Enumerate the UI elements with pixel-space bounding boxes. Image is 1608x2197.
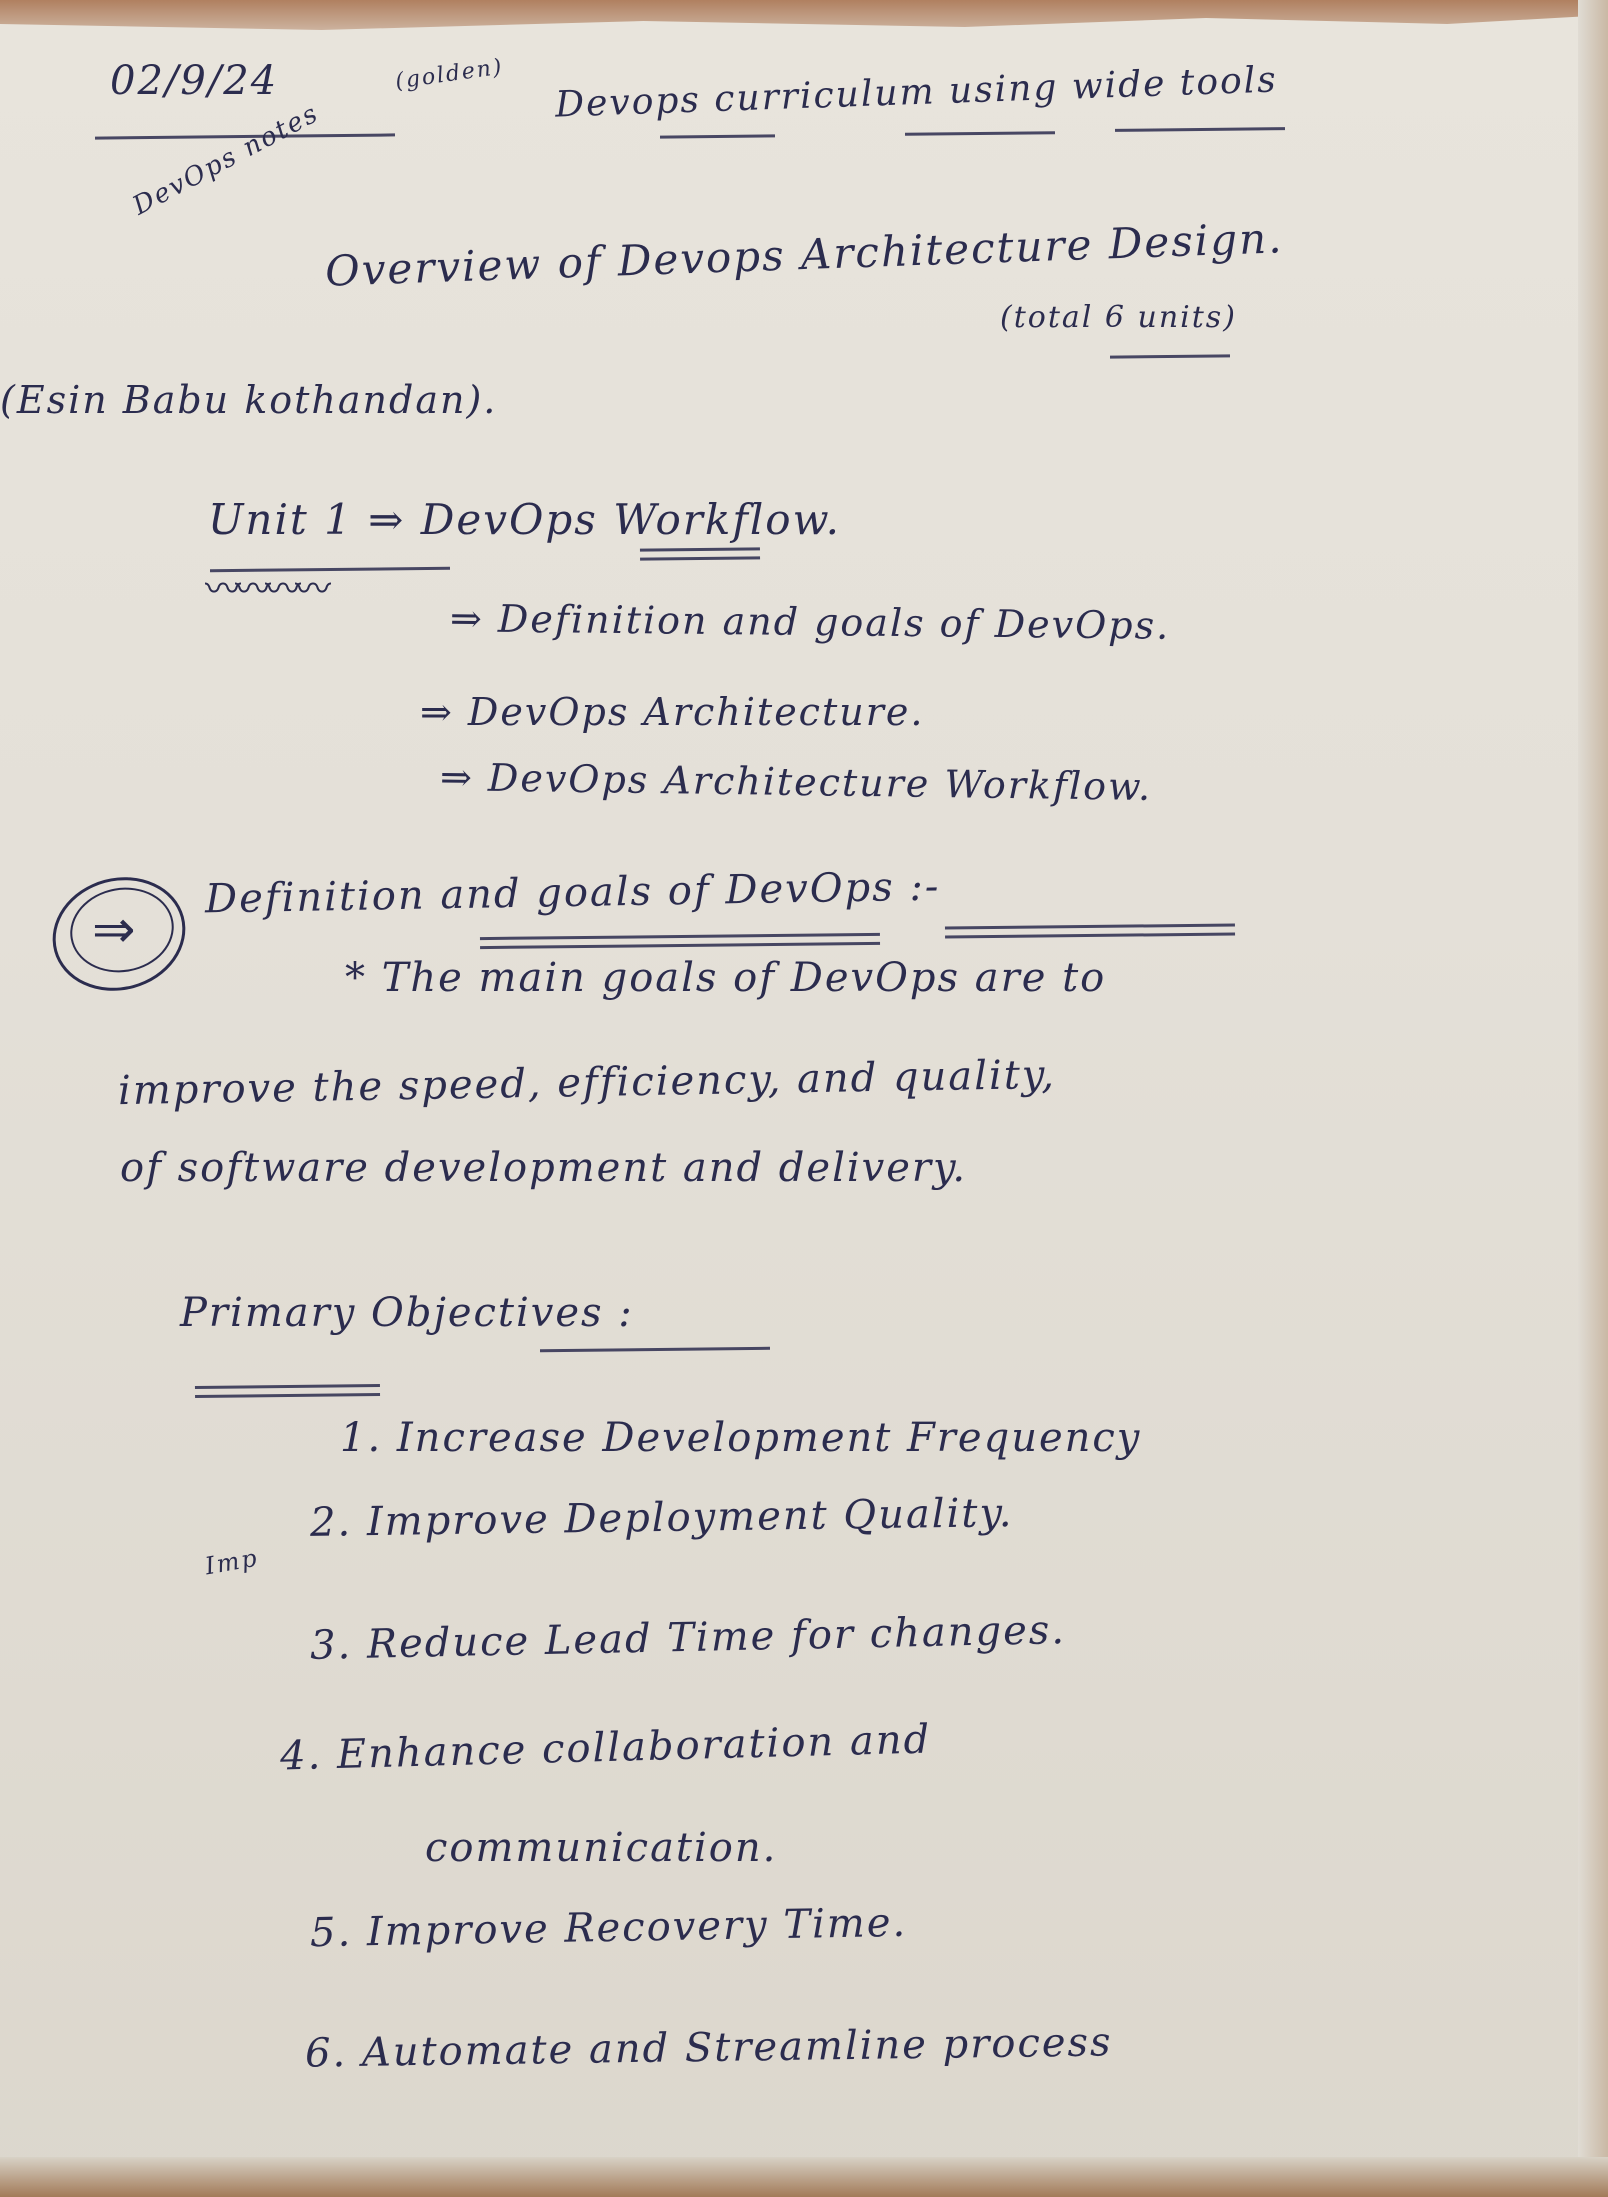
section-heading: Definition and goals of DevOps :- bbox=[204, 863, 941, 923]
objective-item-6: 6. Automate and Streamline process bbox=[304, 2019, 1113, 2077]
section-heading-underline bbox=[479, 932, 881, 950]
double-arrow-icon: ⇒ bbox=[92, 900, 136, 960]
subtitle-underline bbox=[1109, 354, 1231, 359]
date-text: 02/9/24 bbox=[110, 58, 279, 104]
date-note: (golden) bbox=[393, 54, 506, 95]
objective-item-4: 4. Enhance collaboration and bbox=[279, 1716, 932, 1780]
header-title-underline bbox=[659, 134, 776, 139]
header-title-underline-2 bbox=[904, 131, 1056, 136]
page-top-edge bbox=[0, 0, 1608, 30]
objective-item-4-cont: communication. bbox=[425, 1825, 778, 1871]
unit-wavy-underline: 〰〰〰〰 bbox=[205, 569, 331, 610]
paragraph-line-1: * The main goals of DevOps are to bbox=[345, 955, 1107, 1001]
unit-item-1: ⇒ Definition and goals of DevOps. bbox=[449, 596, 1171, 648]
unit-item-3: ⇒ DevOps Architecture Workflow. bbox=[439, 755, 1153, 809]
author-name: (Esin Babu kothandan). bbox=[0, 378, 498, 422]
objective-item-3: 3. Reduce Lead Time for changes. bbox=[309, 1607, 1067, 1669]
page-right-edge bbox=[1578, 0, 1608, 2197]
overview-subtitle: (total 6 units) bbox=[1000, 300, 1237, 335]
unit-item-2: ⇒ DevOps Architecture. bbox=[420, 690, 925, 734]
overview-title: Overview of Devops Architecture Design. bbox=[324, 213, 1285, 296]
section-heading-underline-2 bbox=[944, 923, 1236, 939]
unit-workflow-underline bbox=[639, 547, 761, 561]
paragraph-line-3: of software development and delivery. bbox=[120, 1145, 968, 1191]
objective-item-2: 2. Improve Deployment Quality. bbox=[309, 1490, 1014, 1546]
header-title: Devops curriculum using wide tools bbox=[554, 59, 1279, 126]
page-bottom-edge bbox=[0, 2157, 1608, 2197]
objective-item-1: 1. Increase Development Frequency bbox=[340, 1415, 1142, 1461]
margin-note-devops: DevOps notes bbox=[128, 98, 325, 222]
objectives-underline bbox=[194, 1384, 381, 1398]
objectives-underline-2 bbox=[539, 1346, 771, 1353]
header-title-underline-3 bbox=[1114, 127, 1286, 132]
objectives-heading: Primary Objectives : bbox=[180, 1290, 634, 1336]
paragraph-line-2: improve the speed, efficiency, and quali… bbox=[117, 1051, 1057, 1115]
objective-item-5: 5. Improve Recovery Time. bbox=[309, 1899, 908, 1957]
objectives-margin-note: Imp bbox=[202, 1543, 261, 1581]
unit-heading: Unit 1 ⇒ DevOps Workflow. bbox=[208, 495, 841, 544]
